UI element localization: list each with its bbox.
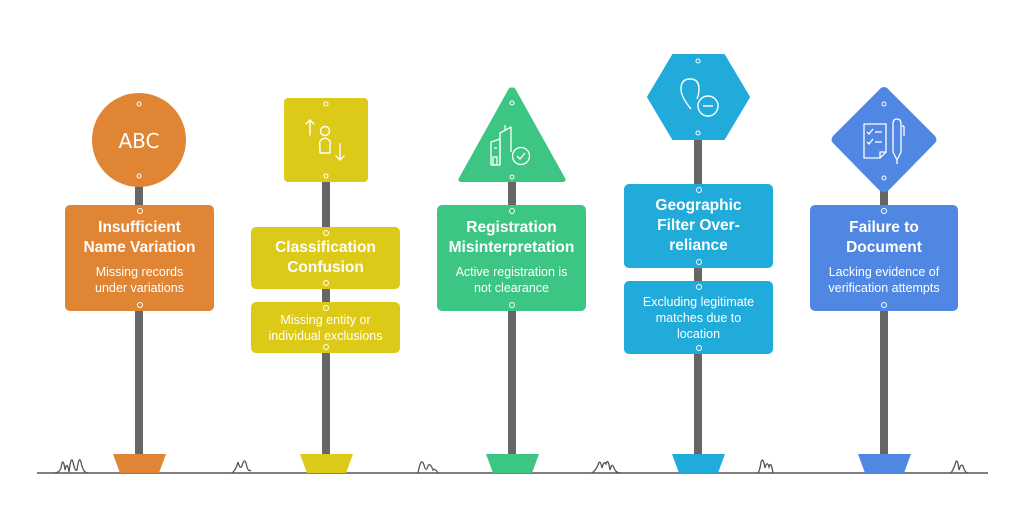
grass-tuft (417, 461, 439, 474)
sign-title: Registration Misinterpretation (449, 218, 575, 258)
sign-title-line: Failure to (849, 219, 919, 236)
sign-base (858, 454, 911, 473)
sign-description-line: under variations (95, 281, 184, 295)
bolt-hole (322, 280, 329, 286)
sign-description-line: Excluding legitimate (642, 294, 755, 309)
sign-description: Active registration is not clearance (456, 264, 568, 296)
grass-tuft (757, 459, 774, 474)
sign-description-line: Missing records (95, 265, 184, 279)
triangle-sign-head (458, 87, 566, 182)
bolt-hole (136, 302, 143, 308)
sign-description-line: matches due to (655, 310, 742, 325)
sign-description-card-classification: Missing entity or individual exclusions (251, 302, 400, 353)
bolt-hole (881, 208, 887, 214)
sign-description: Missing entity or individual exclusions (269, 312, 383, 344)
bolt-hole (322, 305, 329, 311)
checklist-pen-icon (863, 118, 905, 164)
diamond-sign-head (831, 87, 937, 192)
circle-sign-head: ABC (92, 93, 186, 187)
grass-tuft (231, 460, 252, 474)
sign-title-line: Registration (466, 219, 557, 236)
bolt-hole (695, 345, 702, 351)
bolt-hole (508, 208, 515, 214)
sign-description-line: verification attempts (828, 281, 940, 295)
grass-tuft (54, 459, 89, 474)
sign-title-line: Document (846, 239, 922, 256)
bolt-hole (695, 284, 702, 290)
sign-title-line: Confusion (287, 259, 364, 276)
person-up-down-arrows-icon (305, 119, 345, 161)
bolt-hole (881, 302, 887, 308)
sign-title: Failure to Document (846, 218, 922, 258)
grass-tuft (950, 460, 969, 474)
sign-description-line: Missing entity or (280, 312, 371, 327)
sign-title: Geographic Filter Over- reliance (655, 196, 741, 256)
sign-title: Insufficient Name Variation (84, 218, 196, 258)
sign-description-line: Lacking evidence of (828, 265, 940, 279)
sign-description: Missing records under variations (95, 264, 184, 296)
sign-description: Excluding legitimate matches due to loca… (643, 294, 754, 342)
location-pin-minus-icon (680, 78, 719, 117)
sign-title-line: reliance (669, 237, 728, 254)
hexagon-sign-head (647, 54, 750, 140)
sign-base (113, 454, 166, 473)
sign-pole (135, 185, 143, 455)
sign-pole (880, 190, 888, 455)
sign-description: Lacking evidence of verification attempt… (828, 264, 939, 296)
sign-description-line: location (676, 326, 721, 341)
abc-text-icon: ABC (118, 129, 159, 153)
bolt-hole (322, 344, 329, 350)
square-sign-head (284, 98, 368, 182)
sign-description-line: not clearance (473, 281, 550, 295)
sign-card-registration: Registration Misinterpretation Active re… (437, 205, 586, 311)
building-check-icon (490, 125, 531, 166)
bolt-hole (136, 208, 143, 214)
sign-title-card-classification: Classification Confusion (251, 227, 400, 289)
sign-title-line: Misinterpretation (448, 239, 575, 256)
sign-base (672, 454, 725, 473)
sign-title-line: Geographic (655, 197, 742, 214)
sign-card-name-variation: Insufficient Name Variation Missing reco… (65, 205, 214, 311)
grass-tufts (54, 459, 969, 474)
sign-description-card-geographic: Excluding legitimate matches due to loca… (624, 281, 773, 354)
sign-title-line: Filter Over- (657, 217, 740, 234)
bolt-hole (695, 259, 702, 265)
sign-title-line: Insufficient (98, 219, 181, 236)
sign-title-line: Classification (275, 239, 376, 256)
grass-tuft (591, 460, 621, 474)
sign-pole (508, 180, 516, 455)
sign-title-line: Name Variation (83, 239, 196, 256)
sign-card-failure-to-document: Failure to Document Lacking evidence of … (810, 205, 958, 311)
bolt-hole (508, 302, 515, 308)
bolt-hole (322, 230, 329, 236)
bolt-hole (695, 187, 702, 193)
sign-description-line: individual exclusions (268, 328, 383, 343)
sign-title-card-geographic: Geographic Filter Over- reliance (624, 184, 773, 268)
sign-base (300, 454, 353, 473)
sign-base (486, 454, 539, 473)
sign-title: Classification Confusion (275, 238, 376, 278)
sign-description-line: Active registration is (455, 265, 568, 279)
